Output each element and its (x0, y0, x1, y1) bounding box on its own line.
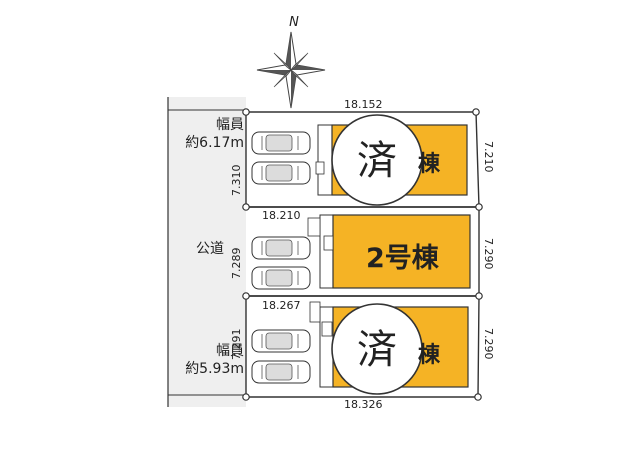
dim-lot-2-east: 7.290 (482, 238, 495, 270)
compass-north-label: N (289, 15, 299, 30)
car-icon (251, 329, 311, 353)
parking-cars (251, 131, 311, 384)
dim-lot-1-west: 7.310 (230, 164, 243, 197)
dim-lot-3-west: 7.291 (230, 328, 243, 361)
dim-lot-2-top: 18.210 (262, 209, 301, 222)
sold-stamp-lot-1: 済 (331, 114, 423, 206)
road-width-label-north: 幅員 約6.17m (160, 116, 244, 152)
sold-stamp-lot-3: 済 (331, 303, 423, 395)
sold-stamp-text: 済 (357, 327, 397, 373)
dim-lot-3-top: 18.267 (262, 299, 301, 312)
public-road (168, 97, 246, 407)
sold-stamp-text: 済 (357, 138, 397, 184)
road-width-value: 約6.17m (185, 135, 244, 151)
building-label-lot-3: 棟 (418, 343, 441, 368)
building-label-lot-1: 棟 (418, 152, 441, 177)
dim-lot-1-east: 7.210 (482, 141, 495, 173)
dim-lot-1-top: 18.152 (344, 98, 383, 111)
building-label-lot-2: 2号棟 (366, 243, 439, 274)
road-width-value: 約5.93m (185, 361, 244, 377)
dim-lot-3-east: 7.290 (482, 328, 495, 360)
car-icon (251, 360, 311, 384)
road-name-label: 公道 (196, 241, 224, 257)
car-icon (251, 266, 311, 290)
compass-rose-icon: N (256, 15, 326, 109)
road-width-caption: 幅員 (216, 343, 244, 359)
dim-lot-2-west: 7.289 (230, 247, 243, 280)
car-icon (251, 131, 311, 155)
car-icon (251, 236, 311, 260)
road-width-caption: 幅員 (216, 117, 244, 133)
car-icon (251, 161, 311, 185)
building-lot-2 (307, 214, 471, 289)
boundary-corner-markers (242, 108, 483, 401)
road-width-label-south: 幅員 約5.93m (160, 342, 244, 378)
dim-lot-3-bottom: 18.326 (344, 398, 383, 411)
